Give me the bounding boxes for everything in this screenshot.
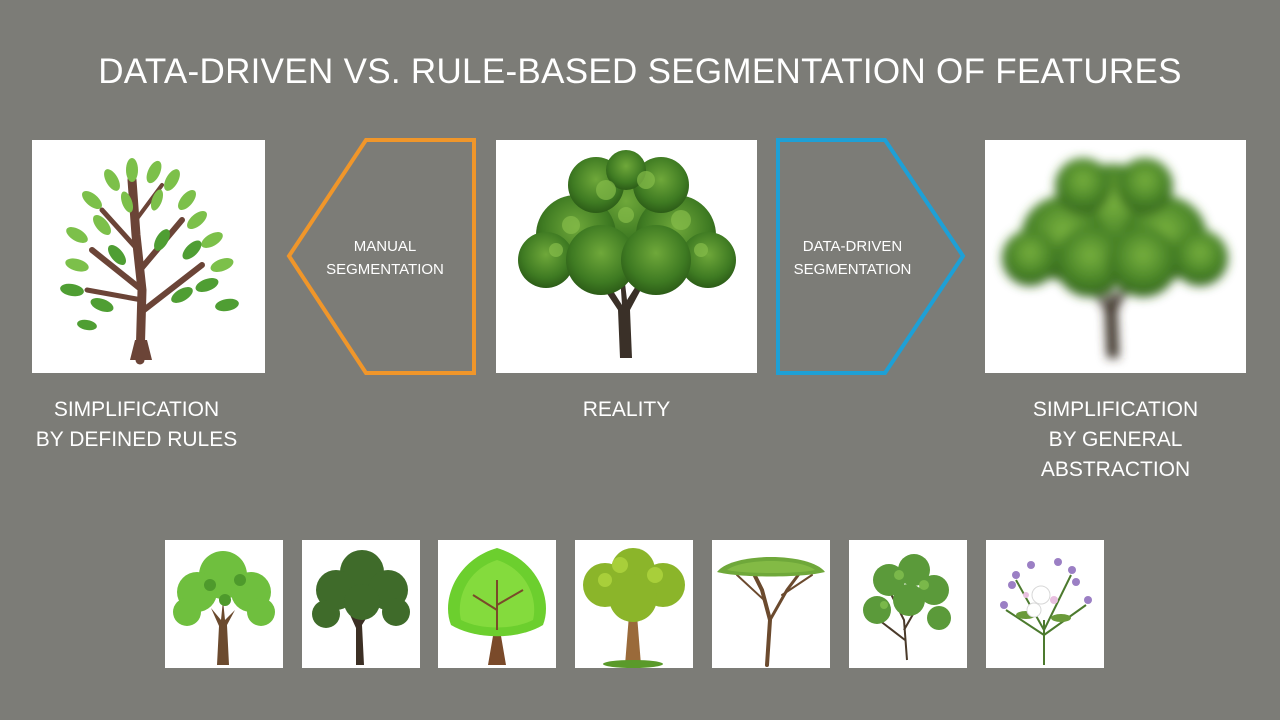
bright-leaf-tree-icon: [448, 548, 546, 665]
reality-caption: REALITY: [582, 398, 671, 421]
example-tree-1: [165, 540, 283, 668]
abstraction-caption: SIMPLIFICATION BY GENERAL ABSTRACTION: [1032, 398, 1199, 481]
cartoon-tree-icon: [173, 551, 275, 665]
dark-oak-tree-icon: [312, 550, 410, 665]
blurred-tree-icon: [1002, 158, 1228, 358]
manual-segmentation-label: MANUAL SEGMENTATION: [326, 238, 444, 278]
data-driven-segmentation-label: DATA-DRIVEN SEGMENTATION: [793, 238, 912, 278]
bubble-canopy-tree-icon: [583, 548, 685, 668]
example-tree-2: [302, 540, 420, 668]
rule-based-tree-panel: [32, 140, 265, 373]
stylized-leaf-tree-icon: [60, 158, 239, 365]
abstraction-tree-panel: [985, 140, 1246, 373]
example-tree-3: [438, 540, 556, 668]
manual-segmentation-arrow: [286, 138, 476, 375]
page-title: DATA-DRIVEN VS. RULE-BASED SEGMENTATION …: [98, 52, 1182, 91]
example-tree-6: [849, 540, 967, 668]
umbrella-tree-icon: [717, 557, 825, 667]
shrub-icon: [863, 554, 951, 661]
example-tree-5: [712, 540, 830, 668]
rule-based-caption: SIMPLIFICATION BY DEFINED RULES: [35, 398, 238, 451]
photo-tree-icon: [518, 150, 736, 358]
flower-bouquet-icon: [1000, 558, 1092, 665]
example-tree-7: [986, 540, 1104, 668]
data-driven-segmentation-arrow: [776, 138, 966, 375]
example-tree-4: [575, 540, 693, 668]
reality-tree-panel: [496, 140, 757, 373]
